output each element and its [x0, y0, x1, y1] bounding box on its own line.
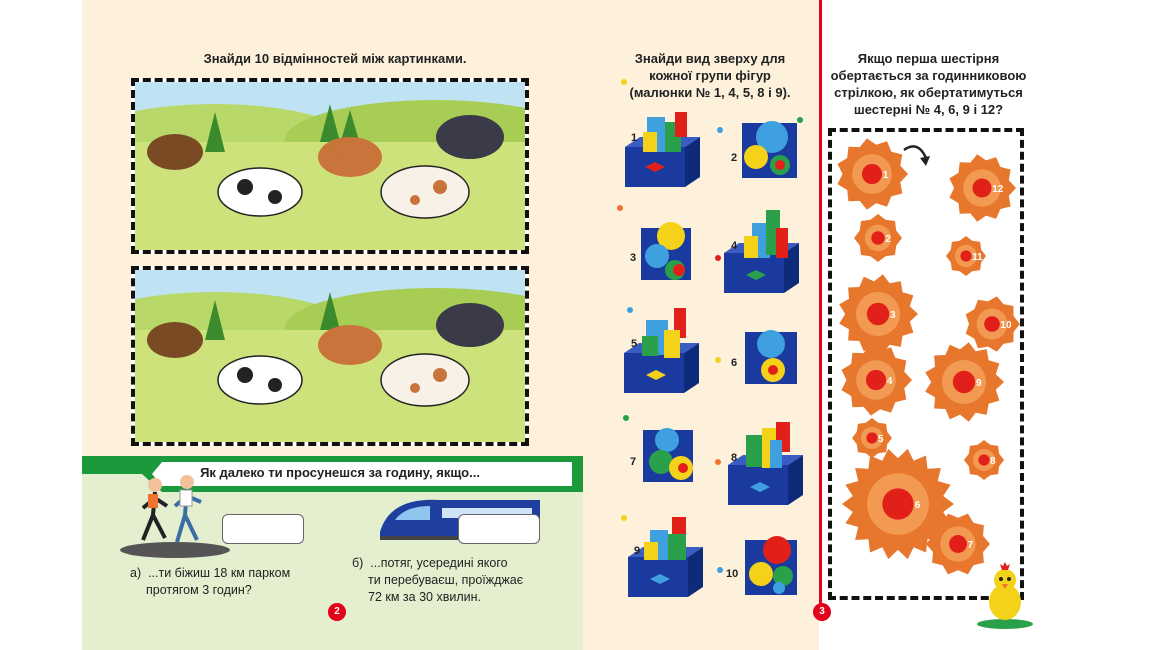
top-view-heading-line1: Знайди вид зверху для — [634, 51, 786, 66]
gear-label-11: 11 — [972, 252, 983, 263]
shape-label-6: 6 — [731, 357, 738, 369]
gear-10: 10 — [965, 296, 1020, 352]
top-view-heading-line3: (малюнки № 1, 4, 5, 8 і 9). — [629, 85, 791, 100]
shape-label-1: 1 — [631, 132, 638, 144]
shape-label-10: 10 — [726, 568, 739, 580]
gear-3: 3 — [839, 274, 918, 354]
shape-group-9 — [628, 517, 703, 597]
gear-6: 6 — [842, 448, 954, 560]
runners-illustration — [120, 475, 230, 558]
shape-group-3 — [641, 222, 691, 280]
shape-label-2: 2 — [731, 152, 738, 164]
gear-5: 5 — [852, 418, 892, 458]
gears-heading: Якщо перша шестірня обертається за годин… — [826, 50, 1031, 118]
gear-label-7: 7 — [968, 540, 974, 551]
gear-label-1: 1 — [883, 170, 889, 181]
top-view-heading: Знайди вид зверху для кожної групи фігур… — [615, 50, 805, 101]
shape-label-8: 8 — [731, 452, 738, 464]
shape-group-7 — [643, 428, 693, 482]
page-number-right: 3 — [813, 603, 831, 621]
gear-7: 7 — [926, 513, 990, 575]
top-view-heading-line2: кожної групи фігур — [649, 68, 771, 83]
gear-label-2: 2 — [885, 234, 891, 245]
question-a: а) ...ти біжиш 18 км парком протягом 3 г… — [130, 565, 330, 599]
gear-1: 1 — [837, 138, 908, 210]
gear-label-9: 9 — [976, 378, 982, 389]
shape-group-10 — [745, 536, 797, 595]
question-b-line1: ...потяг, усередині якого — [370, 556, 508, 570]
cows-picture-top — [131, 78, 529, 254]
shape-group-6 — [745, 330, 797, 384]
question-a-line1: ...ти біжиш 18 км парком — [148, 566, 291, 580]
differences-heading: Знайди 10 відмінностей між картинками. — [203, 51, 467, 66]
page-divider — [819, 0, 822, 608]
cows-picture-bottom — [131, 266, 529, 446]
gear-11: 11 — [946, 236, 986, 276]
gear-label-10: 10 — [1000, 320, 1012, 331]
gear-8: 8 — [964, 440, 1004, 480]
section-banner — [82, 456, 583, 492]
page-number-left: 2 — [328, 603, 346, 621]
question-b-line2: ти перебуваєш, проїжджає — [368, 573, 524, 587]
gears-heading-line3: стрілкою, як обертатимуться — [834, 85, 1023, 100]
decorative-dots — [617, 79, 803, 573]
gear-12: 12 — [949, 154, 1016, 222]
gear-label-8: 8 — [990, 456, 996, 467]
shape-label-7: 7 — [630, 456, 637, 468]
question-b: б) ...потяг, усередині якого ти перебува… — [352, 555, 572, 606]
banner-text: Як далеко ти просунешся за годину, якщо.… — [200, 465, 480, 480]
gear-label-3: 3 — [890, 310, 896, 321]
question-b-label: б) — [352, 556, 364, 570]
gears-frame — [828, 128, 1024, 600]
shape-group-2 — [742, 121, 797, 178]
gear-2: 2 — [854, 214, 902, 262]
shape-group-5 — [624, 308, 699, 393]
shape-group-4 — [724, 210, 799, 293]
question-b-line3: 72 км за 30 хвилин. — [368, 590, 481, 604]
question-a-label: а) — [130, 566, 142, 580]
shape-label-4: 4 — [731, 240, 738, 252]
gear-label-5: 5 — [878, 434, 884, 445]
gears-heading-line2: обертається за годинниковою — [830, 68, 1027, 83]
gears-heading-line1: Якщо перша шестірня — [857, 51, 1000, 66]
clockwise-arrow-icon — [903, 145, 930, 166]
chick-illustration — [977, 562, 1033, 629]
gear-9: 9 — [925, 342, 1004, 422]
shape-group-1 — [625, 112, 700, 187]
shape-label-5: 5 — [631, 338, 638, 350]
gear-4: 4 — [841, 344, 912, 416]
shape-label-9: 9 — [634, 545, 641, 557]
gears-heading-line4: шестерні № 4, 6, 9 і 12? — [853, 102, 1004, 117]
shape-label-3: 3 — [630, 252, 637, 264]
gear-label-12: 12 — [992, 184, 1004, 195]
gear-label-4: 4 — [887, 376, 893, 387]
shape-group-8 — [728, 422, 803, 505]
answer-box-a[interactable] — [222, 514, 304, 544]
question-a-line2: протягом 3 годин? — [146, 583, 252, 597]
answer-box-b[interactable] — [458, 514, 540, 544]
gear-label-6: 6 — [915, 500, 921, 511]
